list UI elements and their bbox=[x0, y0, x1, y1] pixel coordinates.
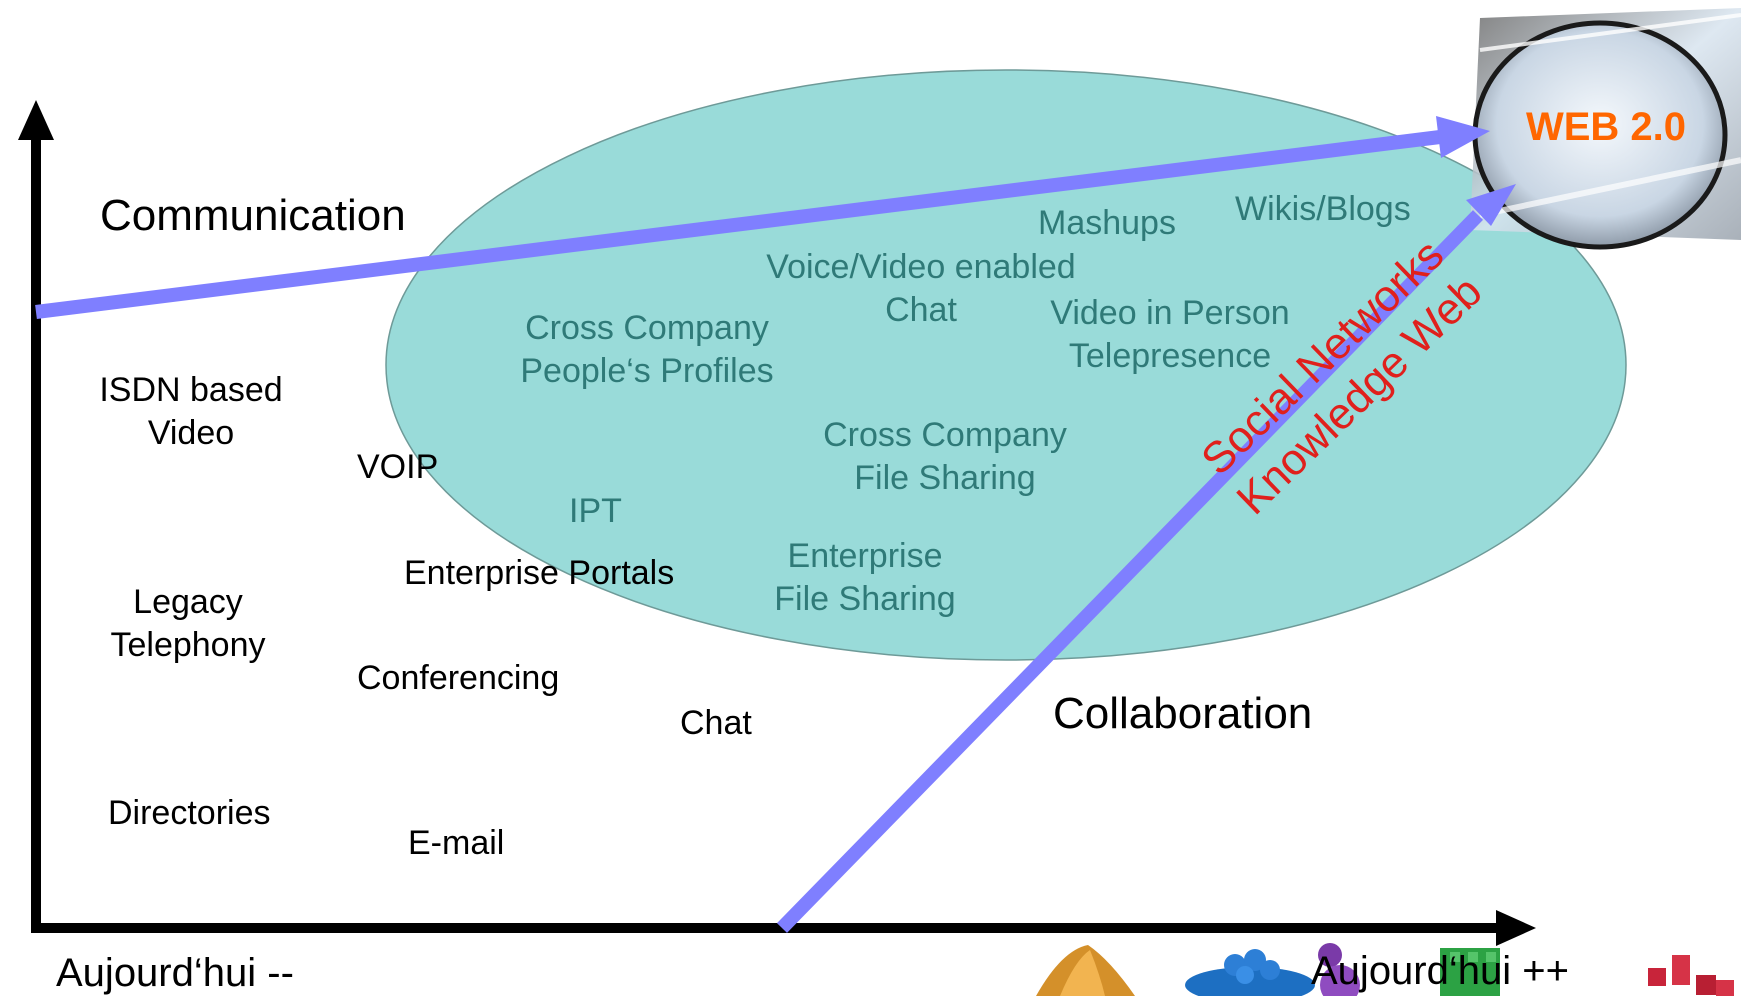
red-blocks-icon bbox=[1648, 955, 1734, 996]
isdn-video-label: ISDN based Video bbox=[86, 369, 296, 454]
legacy-telephony-label: Legacy Telephony bbox=[96, 581, 280, 666]
web-2-badge bbox=[1470, 8, 1741, 250]
collaboration-arrowhead bbox=[1466, 184, 1516, 226]
x-axis-arrowhead bbox=[1496, 910, 1536, 946]
blue-molecule-icon bbox=[1185, 949, 1315, 996]
voip-label: VOIP bbox=[357, 448, 439, 486]
legacy-line1: Legacy bbox=[133, 583, 243, 621]
directories-label: Directories bbox=[108, 794, 271, 832]
email-label: E-mail bbox=[408, 824, 505, 862]
cross-company-file-sharing-label: Cross Company File Sharing bbox=[810, 414, 1080, 499]
cross-file-line1: Cross Company bbox=[823, 416, 1067, 454]
video-telepresence-label: Video in Person Telepresence bbox=[1036, 292, 1304, 377]
conferencing-label: Conferencing bbox=[357, 659, 560, 697]
web-tools-ellipse bbox=[385, 69, 1627, 661]
communication-arrow bbox=[35, 130, 1441, 319]
enterprise-portals-label: Enterprise Portals bbox=[404, 554, 675, 592]
voice-video-chat-label: Voice/Video enabled Chat bbox=[750, 246, 1092, 331]
mashups-label: Mashups bbox=[1038, 204, 1176, 242]
ipt-label: IPT bbox=[569, 492, 622, 530]
cross-profiles-line1: Cross Company bbox=[525, 309, 769, 347]
cross-company-profiles-label: Cross Company People‘s Profiles bbox=[506, 307, 788, 392]
cross-profiles-line2: People‘s Profiles bbox=[520, 351, 774, 390]
cross-file-line2: File Sharing bbox=[854, 458, 1036, 497]
legacy-line2: Telephony bbox=[110, 625, 266, 664]
web-2-label: WEB 2.0 bbox=[1526, 105, 1687, 149]
ent-file-line1: Enterprise bbox=[787, 537, 943, 575]
x-axis-right-label: Aujourd‘hui ++ bbox=[1311, 949, 1569, 993]
video-person-line1: Video in Person bbox=[1050, 294, 1290, 332]
x-axis-left-label: Aujourd‘hui -- bbox=[56, 951, 294, 995]
chat-label: Chat bbox=[680, 704, 752, 742]
communication-arrowhead bbox=[1436, 116, 1490, 158]
ent-file-line2: File Sharing bbox=[774, 579, 956, 618]
enterprise-file-sharing-label: Enterprise File Sharing bbox=[760, 535, 970, 620]
isdn-line1: ISDN based bbox=[99, 371, 283, 409]
collaboration-axis-label: Collaboration bbox=[1053, 689, 1313, 738]
cone-shape-icon bbox=[1036, 945, 1135, 996]
wikis-blogs-label: Wikis/Blogs bbox=[1235, 190, 1411, 228]
voice-video-line1: Voice/Video enabled bbox=[766, 248, 1076, 286]
y-axis-arrowhead bbox=[18, 100, 54, 140]
collaboration-arrow bbox=[776, 210, 1484, 933]
isdn-line2: Video bbox=[147, 413, 235, 452]
video-person-line2: Telepresence bbox=[1068, 336, 1272, 375]
purple-blob-icon bbox=[1318, 943, 1360, 996]
voice-video-line2: Chat bbox=[885, 290, 957, 329]
green-cube-icon bbox=[1440, 948, 1500, 996]
communication-axis-label: Communication bbox=[100, 191, 406, 240]
